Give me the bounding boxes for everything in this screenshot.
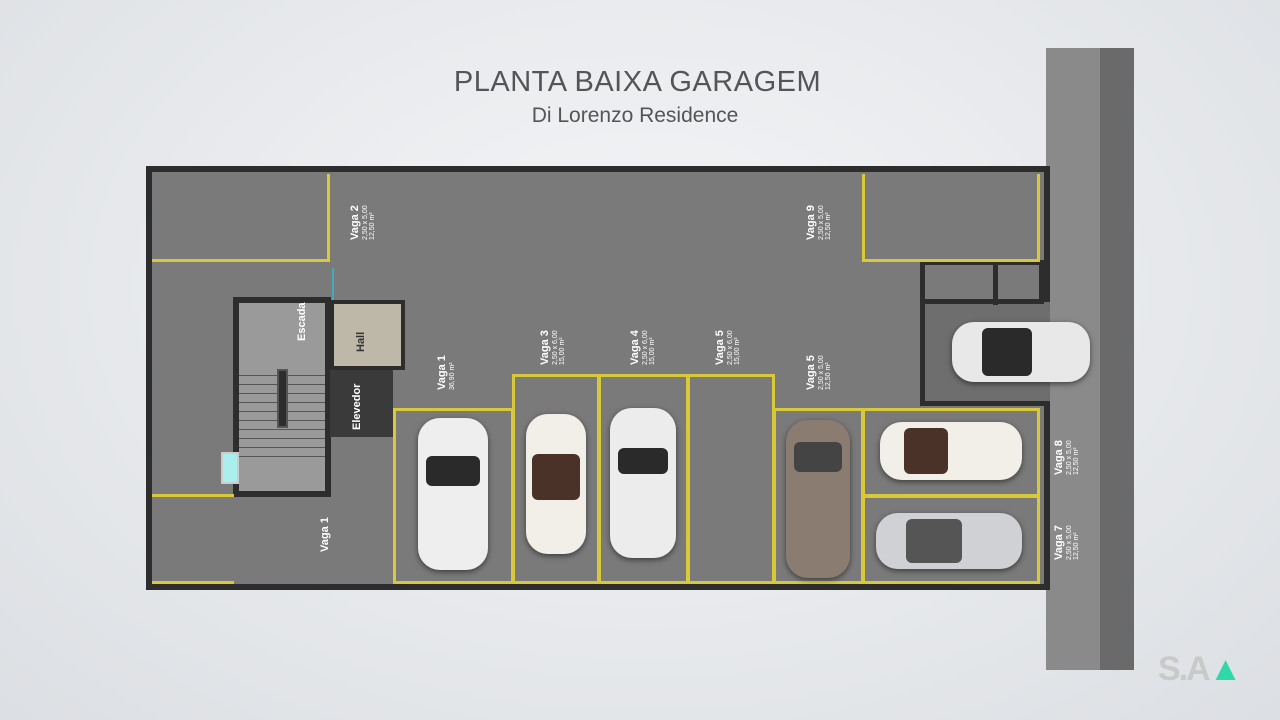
stairs-label: Escada — [296, 302, 308, 341]
plan-title: PLANTA BAIXA GARAGEM — [453, 66, 822, 98]
spot-label: Vaga 1 — [319, 517, 331, 552]
door-icon — [332, 268, 334, 300]
parking-spot-9 — [862, 174, 1040, 262]
window-icon — [221, 452, 239, 484]
car-icon — [418, 418, 488, 570]
car-icon — [610, 408, 676, 558]
parking-spot-5 — [687, 374, 775, 584]
street-edge — [1100, 48, 1134, 670]
car-icon — [786, 420, 850, 578]
plan-subtitle: Di Lorenzo Residence — [531, 104, 739, 127]
elevator-label: Elevedor — [351, 383, 363, 430]
elevator: Elevedor — [330, 370, 393, 437]
parking-spot-1-left — [152, 494, 234, 584]
car-icon — [526, 414, 586, 554]
stairwell: Escada — [221, 297, 331, 497]
parking-spot-7 — [862, 495, 1040, 584]
car-icon — [880, 422, 1022, 480]
car-icon — [876, 513, 1022, 569]
hall-label: Hall — [355, 331, 367, 352]
car-icon — [952, 322, 1090, 382]
parking-spot-2 — [152, 174, 330, 262]
sax-logo: S.A▲ — [1158, 650, 1242, 688]
hall: Hall — [330, 300, 405, 370]
storage-rooms — [920, 260, 1044, 305]
